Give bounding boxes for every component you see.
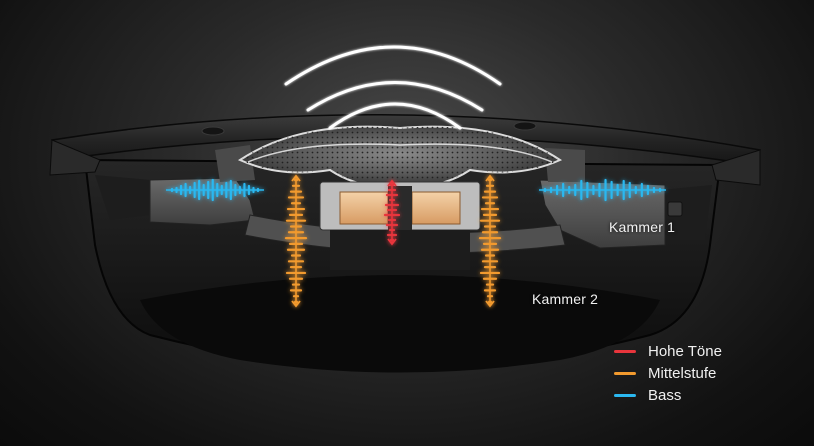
sound-wave-arcs-icon <box>284 45 502 130</box>
legend-swatch-mid <box>614 371 636 375</box>
legend-label-treble: Hohe Töne <box>648 342 722 360</box>
legend-label-bass: Bass <box>648 386 682 404</box>
bass-wave-right <box>539 178 666 202</box>
magnet-assembly <box>319 181 481 270</box>
chamber-1-label: Kammer 1 <box>609 219 676 235</box>
legend: Hohe Töne Mittelstufe Bass <box>614 340 804 406</box>
legend-swatch-bass <box>614 393 636 397</box>
dome-diaphragm <box>237 125 563 188</box>
legend-item-bass: Bass <box>614 384 804 406</box>
legend-item-mid: Mittelstufe <box>614 362 804 384</box>
bass-wave-left <box>166 178 264 202</box>
treble-wave-center <box>383 179 401 246</box>
legend-swatch-treble <box>614 349 636 353</box>
wave-arrow-icon <box>387 179 397 187</box>
legend-label-mid: Mittelstufe <box>648 364 717 382</box>
wave-arrow-icon <box>485 174 495 182</box>
legend-item-treble: Hohe Töne <box>614 340 804 362</box>
wave-arrow-icon <box>291 300 301 308</box>
wave-arrow-icon <box>291 174 301 182</box>
wave-arrow-icon <box>387 238 397 246</box>
chamber-2-label: Kammer 2 <box>532 291 599 307</box>
mid-wave-right <box>478 174 502 308</box>
mid-wave-left <box>284 174 308 308</box>
wave-arrow-icon <box>485 300 495 308</box>
